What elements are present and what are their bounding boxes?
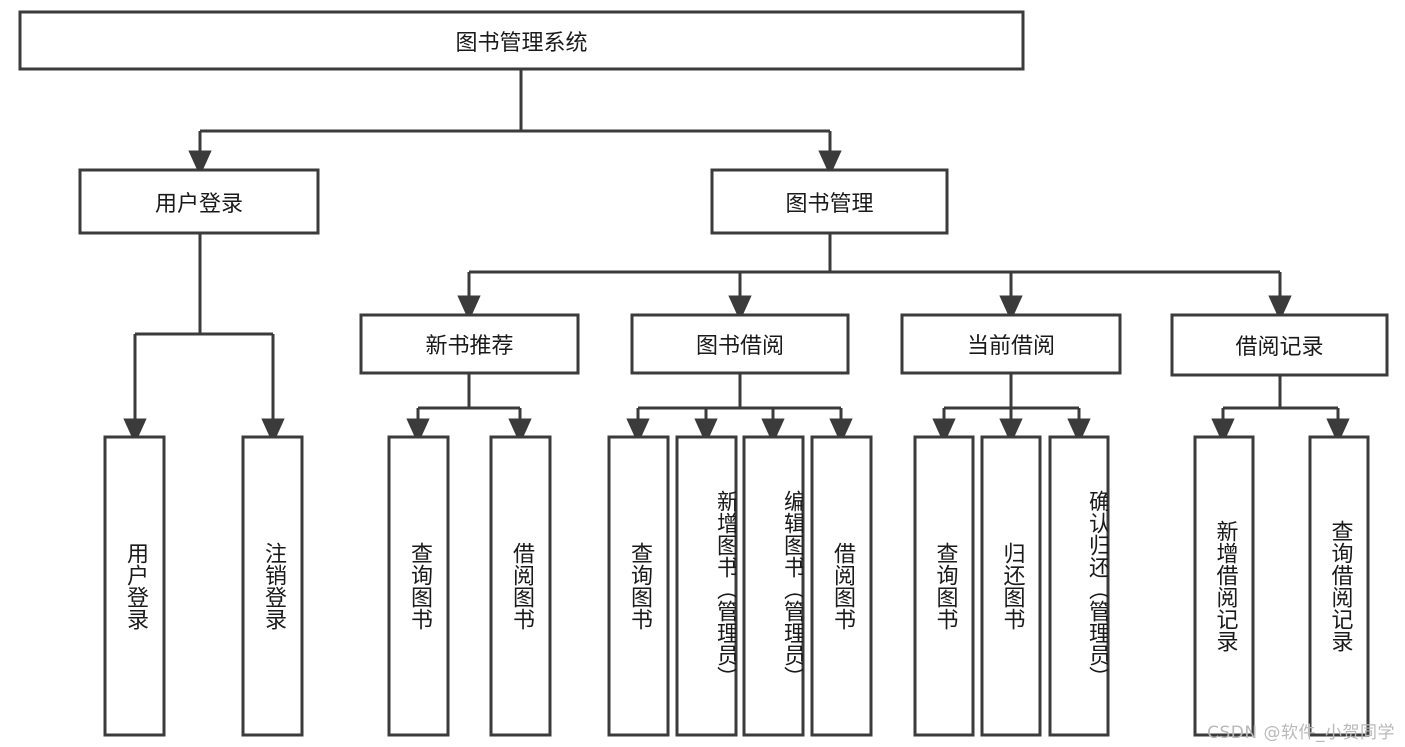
leaf-query-borrow-record[interactable] [1308,435,1370,737]
leaf-query-books-current[interactable] [913,435,975,737]
leaf-query-books-recommend[interactable] [387,435,450,737]
leaf-query-books-borrow[interactable] [607,435,670,737]
leaf-borrow-books-recommend[interactable] [489,435,552,737]
leaf-borrow-book[interactable] [810,435,873,737]
edge-root-to-level2 [188,69,842,177]
label-leaf-borrow-books-recommend: 借阅图书 [508,542,534,630]
label-leaf-query-books-borrow: 查询图书 [626,542,652,630]
leaf-return-book[interactable] [980,435,1042,737]
leaf-confirm-return-admin[interactable] [1048,435,1110,737]
leaf-add-borrow-record[interactable] [1193,435,1255,737]
label-borrow-records: 借阅记录 [1235,335,1324,360]
label-user-login: 用户登录 [154,191,243,217]
label-leaf-borrow-book: 借阅图书 [829,542,855,630]
label-book-management: 图书管理 [785,191,874,217]
label-leaf-logout: 注销登录 [260,542,286,630]
edge-records-to-leaves [1211,375,1350,445]
label-leaf-confirm-return-admin: 确认归还（管理员） [1085,490,1108,688]
edge-bookmgmt-to-level3 [457,233,1292,322]
leaf-edit-book-admin[interactable] [742,435,805,737]
node-borrow-records[interactable] [1170,313,1389,377]
label-root: 图书管理系统 [455,30,588,56]
edge-borrow-to-leaves [626,373,853,445]
label-leaf-return-book: 归还图书 [999,542,1025,630]
node-user-login[interactable] [78,168,320,235]
label-leaf-add-book-admin: 新增图书（管理员） [713,490,736,688]
node-root[interactable] [18,10,1025,71]
edge-current-to-leaves [932,373,1091,445]
label-leaf-query-books-recommend: 查询图书 [406,542,432,630]
label-current-borrow: 当前借阅 [966,334,1055,359]
label-leaf-query-borrow-record: 查询借阅记录 [1327,520,1353,652]
node-book-borrow[interactable] [630,313,850,375]
label-leaf-edit-book-admin: 编辑图书（管理员） [780,490,803,688]
leaf-logout[interactable] [241,435,304,737]
label-leaf-query-books-current: 查询图书 [932,542,958,630]
node-current-borrow[interactable] [900,313,1122,375]
leaf-user-login[interactable] [103,435,166,737]
label-leaf-user-login: 用户登录 [122,542,148,630]
node-book-management[interactable] [710,168,949,235]
label-book-borrow: 图书借阅 [695,334,784,359]
label-leaf-add-borrow-record: 新增借阅记录 [1212,520,1238,652]
label-new-book-recommend: 新书推荐 [425,334,514,359]
edge-newbooks-to-leaves [406,373,532,445]
node-new-book-recommend[interactable] [359,313,580,375]
edge-userlogin-to-leaves [123,233,285,445]
leaf-add-book-admin[interactable] [675,435,738,737]
